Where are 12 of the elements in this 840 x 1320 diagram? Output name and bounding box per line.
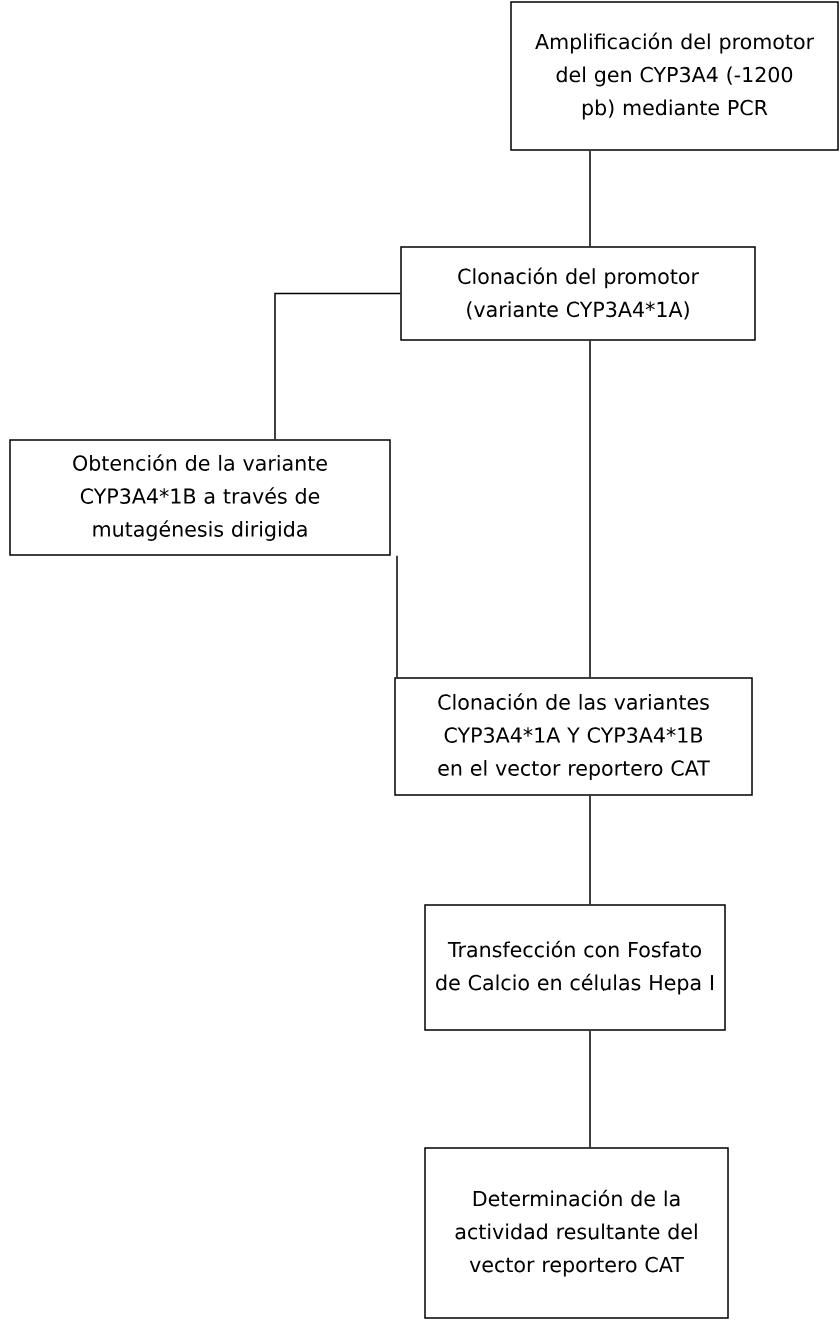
connector-line <box>589 150 591 247</box>
connector-line <box>589 340 591 678</box>
process-box: Transfección con Fosfato de Calcio en células Hepa I <box>424 904 726 1031</box>
process-box: Clonación del promotor (variante CYP3A4*1A) <box>400 246 756 341</box>
connector-line <box>274 292 401 440</box>
connector-line <box>396 555 398 678</box>
connector-line <box>589 795 591 905</box>
connector-line <box>589 1030 591 1148</box>
process-box: Clonación de las variantes CYP3A4*1A Y CYP3A4*1B en el vector reportero CAT <box>394 677 753 796</box>
process-box: Obtención de la variante CYP3A4*1B a través de mutagénesis dirigida <box>9 439 391 556</box>
process-box: Determinación de la actividad resultante del vector reportero CAT <box>424 1147 729 1319</box>
process-box: Amplificación del promotor del gen CYP3A4 (-1200 pb) mediante PCR <box>510 1 839 151</box>
